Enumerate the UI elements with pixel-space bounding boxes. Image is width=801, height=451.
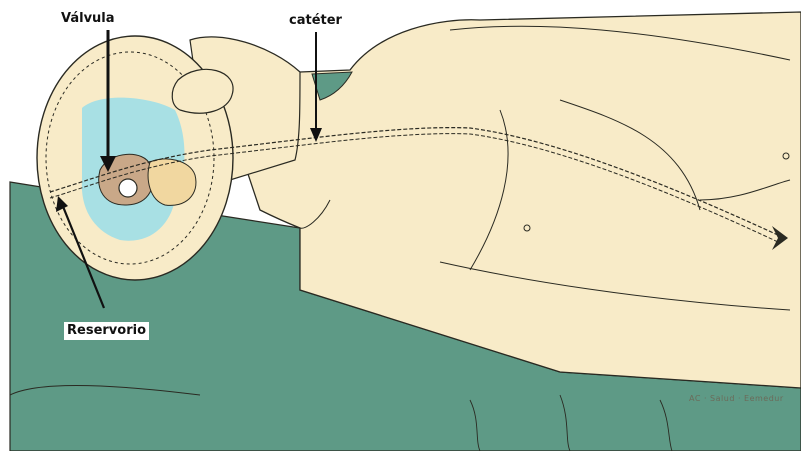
brain-lobe [148,159,196,206]
cateter-label: catéter [286,12,345,30]
valvula-label: Válvula [58,10,118,28]
valve-disk [119,179,137,197]
reservorio-label: Reservorio [64,322,149,340]
artist-credit: AC · Salud · Eemedur [686,390,787,408]
